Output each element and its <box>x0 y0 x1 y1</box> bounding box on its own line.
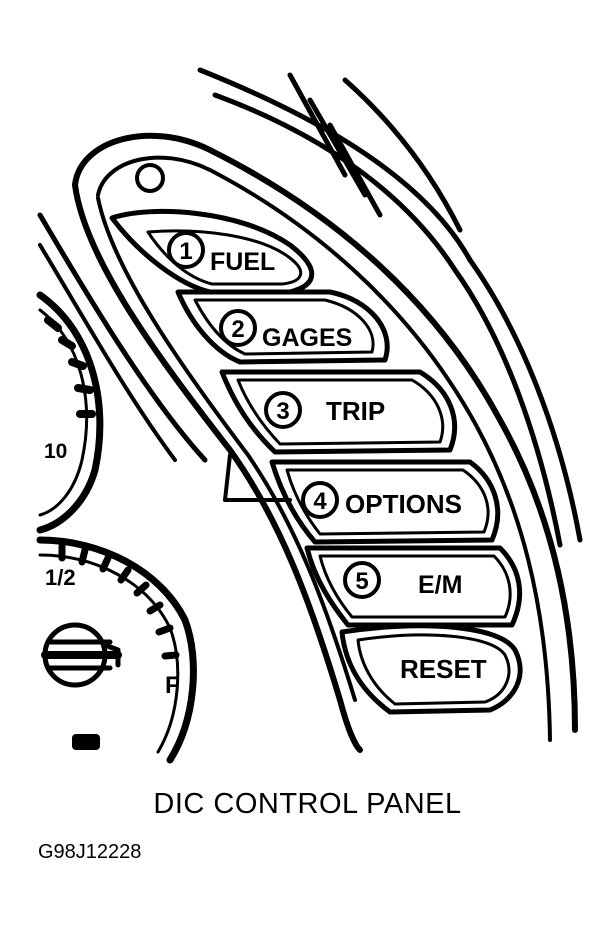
options-button-number: 4 <box>313 488 327 515</box>
gauge-labels: 10 1/2 F <box>44 440 180 699</box>
button-number-badge <box>343 561 381 599</box>
button-gages[interactable] <box>175 289 390 365</box>
fuel-pump-icon <box>41 622 122 688</box>
trip-button-label: TRIP <box>326 396 385 426</box>
dash-trim <box>197 67 583 548</box>
fuel-half-label: 1/2 <box>45 565 76 590</box>
dic-panel-illustration: 1 FUEL 2 GAGES 3 TRIP 4 OPTIONS 5 E/M RE… <box>36 67 583 764</box>
speedo-tick-label: 10 <box>44 440 67 463</box>
em-button-number: 5 <box>355 568 368 595</box>
button-number-badge <box>264 391 302 429</box>
em-button-label: E/M <box>418 571 462 599</box>
fuel-gauge <box>36 536 197 764</box>
button-number-badge <box>167 231 205 269</box>
button-options[interactable] <box>269 459 501 545</box>
trip-button-number: 3 <box>276 398 289 425</box>
button-number-badge <box>219 309 257 347</box>
button-texts: 1 FUEL 2 GAGES 3 TRIP 4 OPTIONS 5 E/M RE… <box>179 238 486 684</box>
warning-symbol <box>72 734 100 750</box>
speedometer-gauge <box>36 291 104 534</box>
gages-button-number: 2 <box>231 316 244 343</box>
button-reset[interactable] <box>339 623 523 715</box>
button-number-badge <box>301 481 339 519</box>
fuel-button-number: 1 <box>179 238 192 265</box>
button-fuel[interactable] <box>109 209 315 295</box>
button-em[interactable] <box>304 545 523 628</box>
figure-id: G98J12228 <box>38 841 142 863</box>
figure-caption: DIC CONTROL PANEL <box>153 788 462 820</box>
gages-button-label: GAGES <box>262 324 352 352</box>
button-trip[interactable] <box>219 369 457 455</box>
reset-button-label: RESET <box>400 654 487 684</box>
fuel-button-label: FUEL <box>210 248 275 276</box>
button-bank-housing <box>37 132 578 753</box>
fuel-full-label: F <box>165 672 180 699</box>
options-button-label: OPTIONS <box>345 489 462 519</box>
